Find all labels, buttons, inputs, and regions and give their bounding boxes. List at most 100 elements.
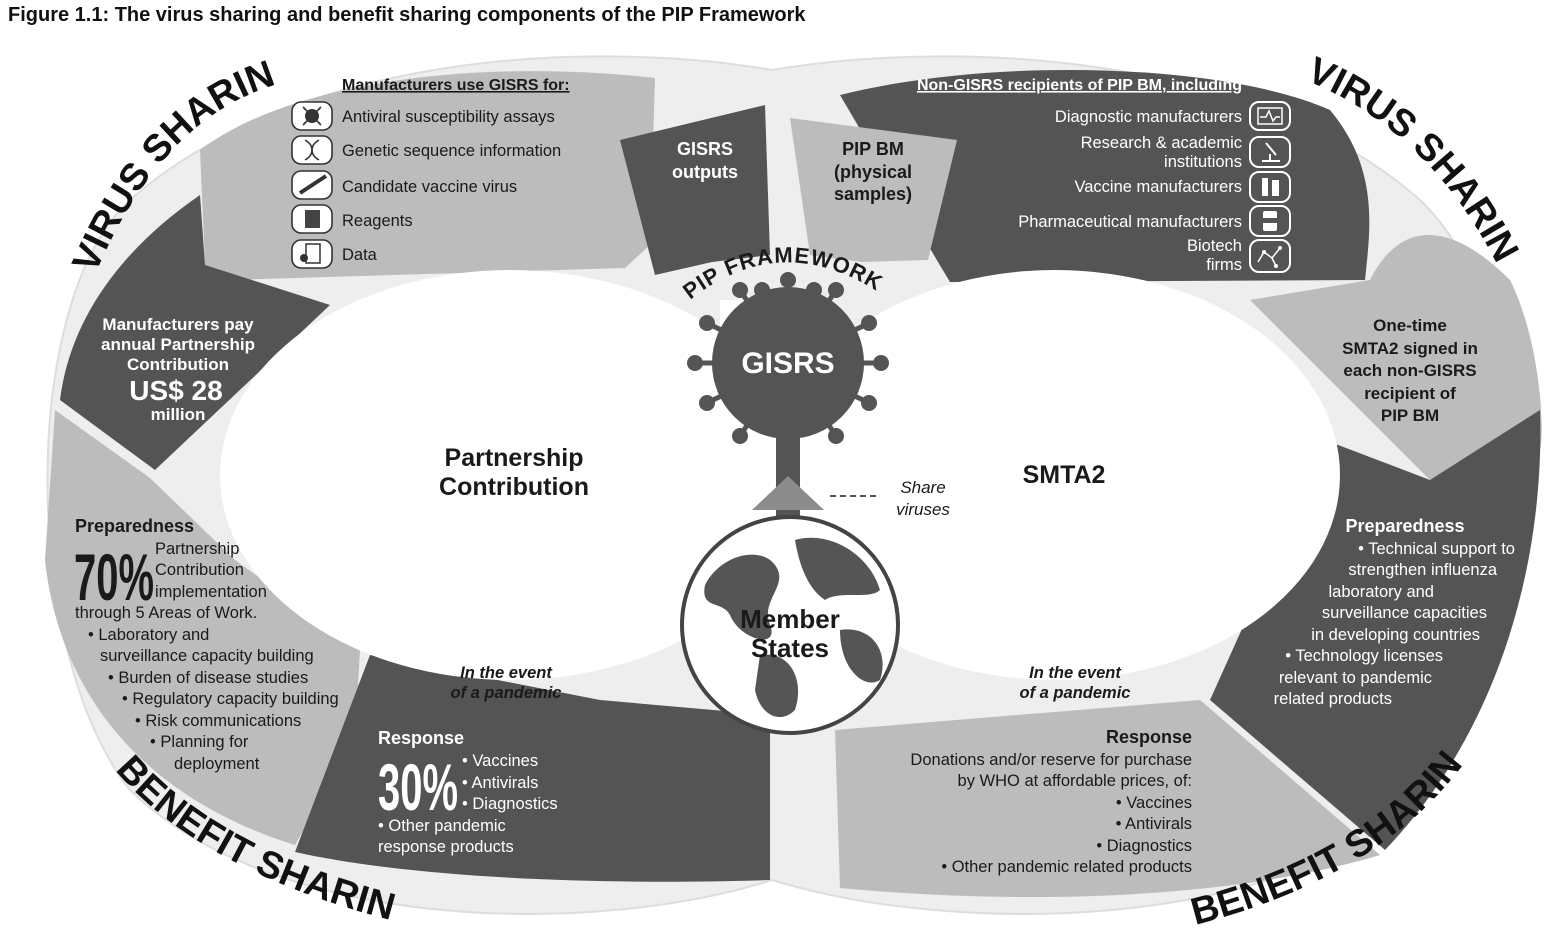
smta2-signed-text: PIP BM — [1381, 406, 1439, 425]
response-left-panel — [295, 655, 770, 882]
preparedness-right-title: Preparedness — [1345, 516, 1464, 536]
preparedness-left-desc: Partnership — [155, 540, 239, 558]
list-item: Antiviral susceptibility assays — [342, 108, 555, 126]
list-item: surveillance capacities — [1322, 604, 1487, 622]
list-item: • Planning for — [150, 733, 249, 751]
left-inner-ellipse — [220, 270, 800, 680]
pip-bm-label: samples) — [834, 184, 912, 204]
share-viruses-label: Share — [900, 478, 945, 497]
member-states-label: States — [751, 633, 829, 663]
payment-text: Contribution — [127, 355, 229, 374]
beaker-icon — [291, 204, 333, 234]
globe-icon — [680, 515, 900, 735]
pandemic-left-label: of a pandemic — [451, 684, 562, 702]
smta2-signed-text: recipient of — [1364, 384, 1456, 403]
pip-bm-label: PIP BM — [842, 139, 904, 159]
payment-amount: US$ 28 — [129, 375, 222, 406]
list-item: deployment — [174, 755, 260, 773]
list-item: • Other pandemic related products — [941, 858, 1192, 876]
list-item: in developing countries — [1311, 626, 1480, 644]
pandemic-left-label: In the event — [460, 664, 553, 682]
preparedness-left-title: Preparedness — [75, 516, 194, 536]
vials-icon — [1249, 171, 1291, 203]
payment-unit: million — [151, 405, 206, 424]
manufacturers-use-heading: Manufacturers use GISRS for: — [342, 77, 570, 94]
smta2-signed-text: One-time — [1373, 316, 1447, 335]
pip-bm-label: (physical — [834, 162, 912, 182]
list-item: • Risk communications — [135, 712, 301, 730]
list-item: Genetic sequence information — [342, 142, 561, 160]
preparedness-left-through: through 5 Areas of Work. — [75, 604, 257, 622]
dna-icon — [291, 135, 333, 165]
list-item: • Antivirals — [462, 774, 538, 792]
list-item: • Vaccines — [1116, 794, 1192, 812]
pandemic-right-label: In the event — [1029, 664, 1122, 682]
non-gisrs-panel — [840, 69, 1370, 282]
list-item: • Antivirals — [1116, 815, 1192, 833]
right-inner-ellipse — [770, 270, 1340, 680]
list-item: Data — [342, 246, 378, 264]
response-right-panel — [835, 700, 1380, 898]
partnership-payment-panel — [60, 195, 330, 470]
list-item: • Laboratory and — [88, 626, 209, 644]
response-left-percent: 30% — [378, 750, 458, 824]
list-item: institutions — [1164, 153, 1242, 171]
preparedness-left-panel — [45, 410, 360, 845]
list-item: related products — [1274, 690, 1392, 708]
preparedness-left-desc: Contribution — [155, 561, 244, 579]
share-viruses-label: viruses — [896, 500, 950, 519]
list-item: • Burden of disease studies — [108, 669, 308, 687]
gisrs-virus-icon — [687, 272, 889, 555]
list-item: relevant to pandemic — [1279, 669, 1432, 687]
smta2-label: SMTA2 — [1023, 461, 1106, 489]
member-states-label: Member — [740, 604, 840, 634]
list-item: • Technology licenses — [1285, 647, 1443, 665]
response-right-title: Response — [1106, 727, 1192, 747]
partnership-contribution-label: Partnership — [445, 444, 584, 472]
microscope-icon — [1249, 136, 1291, 168]
list-item: by WHO at affordable prices, of: — [958, 772, 1192, 790]
gisrs-outputs-label: outputs — [672, 162, 738, 182]
list-item: surveillance capacity building — [100, 647, 314, 665]
gisrs-outputs-label: GISRS — [677, 139, 733, 159]
list-item: • Vaccines — [462, 752, 538, 770]
manufacturers-use-panel — [200, 71, 655, 281]
smta2-signed-text: SMTA2 signed in — [1342, 339, 1478, 358]
list-item: • Diagnostics — [462, 795, 558, 813]
list-item: laboratory and — [1329, 583, 1435, 601]
list-item: Vaccine manufacturers — [1074, 178, 1242, 196]
list-item: Research & academic — [1081, 134, 1242, 152]
preparedness-left-percent: 70% — [74, 540, 154, 614]
list-item: Reagents — [342, 212, 413, 230]
preparedness-left-desc: implementation — [155, 583, 267, 601]
pill-bottle-icon — [1249, 205, 1291, 237]
list-item: Donations and/or reserve for purchase — [910, 751, 1192, 769]
list-item: response products — [378, 838, 514, 856]
non-gisrs-heading: Non-GISRS recipients of PIP BM, includin… — [917, 77, 1242, 94]
gisrs-outputs-tab — [620, 105, 770, 275]
list-item: • Other pandemic — [378, 817, 506, 835]
molecule-icon — [1249, 239, 1291, 273]
virus-icon — [291, 101, 333, 131]
list-item: • Diagnostics — [1096, 837, 1192, 855]
document-gear-icon — [291, 239, 333, 269]
smta2-signed-panel — [1250, 235, 1542, 480]
pandemic-right-label: of a pandemic — [1020, 684, 1131, 702]
smta2-signed-text: each non-GISRS — [1343, 361, 1476, 380]
list-item: Biotech — [1187, 237, 1242, 255]
list-item: Candidate vaccine virus — [342, 178, 517, 196]
list-item: • Technical support to — [1358, 540, 1515, 558]
figure-title: Figure 1.1: The virus sharing and benefi… — [8, 4, 806, 26]
response-left-title: Response — [378, 728, 464, 748]
list-item: firms — [1206, 256, 1242, 274]
syringe-icon — [291, 170, 333, 200]
monitor-pulse-icon — [1249, 101, 1291, 131]
list-item: strengthen influenza — [1348, 561, 1497, 579]
list-item: Pharmaceutical manufacturers — [1018, 213, 1242, 231]
list-item: Diagnostic manufacturers — [1055, 108, 1242, 126]
payment-text: annual Partnership — [101, 335, 255, 354]
list-item: • Regulatory capacity building — [122, 690, 339, 708]
gisrs-center-label: GISRS — [741, 347, 834, 380]
pip-bm-tab — [790, 118, 957, 262]
